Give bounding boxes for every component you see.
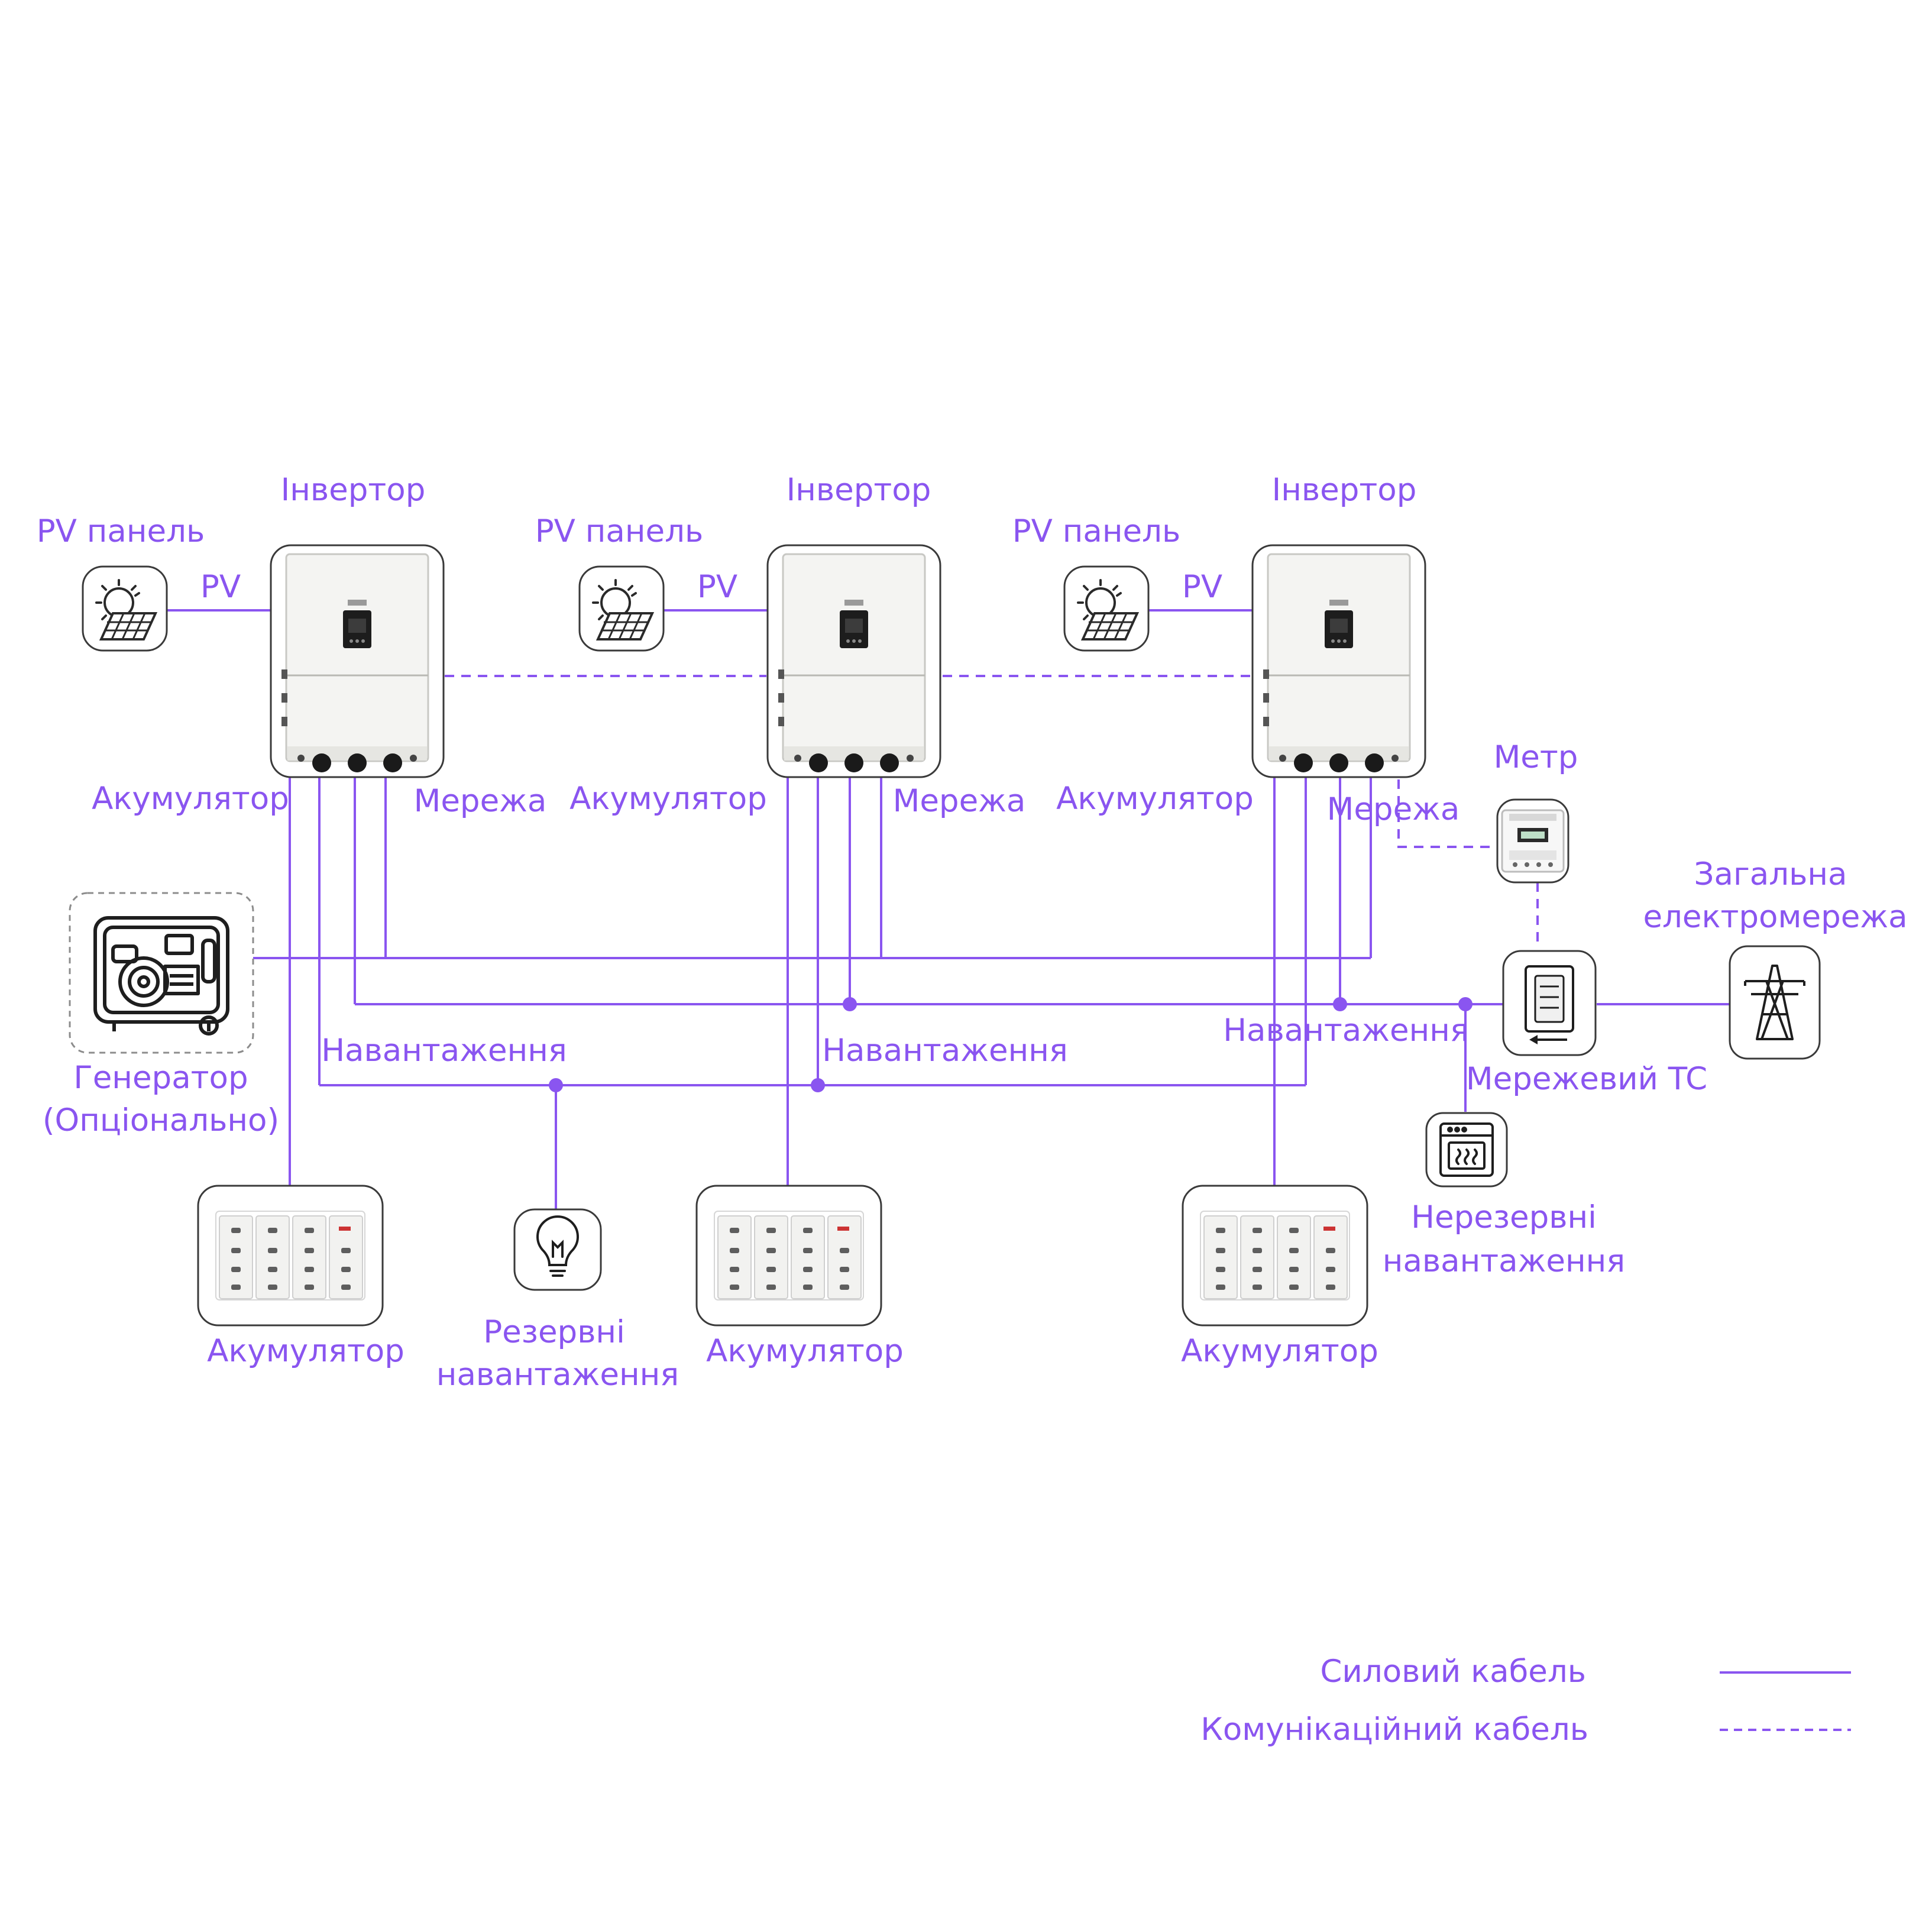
battery-2-label: Акумулятор — [706, 1333, 904, 1369]
backup-loads-label-1: Резервні — [483, 1314, 625, 1350]
battery-1-label: Акумулятор — [207, 1333, 404, 1369]
power-cables — [167, 609, 1730, 1209]
legend-comm-label: Комунікаційний кабель — [1200, 1712, 1588, 1748]
legend-power-label: Силовий кабель — [1320, 1654, 1586, 1690]
meter-icon — [1501, 809, 1565, 873]
non-backup-loads-label-1: Нерезервні — [1411, 1199, 1597, 1235]
inverter-2-grid-label: Мережа — [892, 783, 1026, 819]
inverter-1-grid-label: Мережа — [413, 783, 547, 819]
comm-cables — [445, 675, 1539, 947]
comm-cable-meter — [1397, 779, 1497, 848]
battery-3-label: Акумулятор — [1181, 1333, 1378, 1369]
inverter-2-title: Інвертор — [786, 472, 931, 508]
backup-loads-label-2: навантаження — [436, 1357, 679, 1393]
pv-3-label: PV — [1182, 569, 1223, 605]
junctions — [549, 997, 1473, 1092]
junction-dot — [1458, 997, 1473, 1011]
inverter-3-grid-label: Мережа — [1326, 791, 1460, 827]
junction-dot — [811, 1078, 825, 1092]
load-label-3: Навантаження — [1223, 1012, 1469, 1049]
grid-ct-label: Мережевий TC — [1465, 1061, 1708, 1097]
junction-dot — [549, 1078, 563, 1092]
inverter-icon — [280, 553, 429, 774]
battery-icon — [1200, 1211, 1350, 1300]
battery-icon — [215, 1211, 365, 1300]
inverter-1-battery-label: Акумулятор — [92, 781, 289, 817]
battery-icon — [714, 1211, 864, 1300]
inverter-icon — [1262, 553, 1411, 774]
generator-label-1: Генератор — [73, 1060, 248, 1096]
load-label-1: Навантаження — [321, 1033, 567, 1069]
utility-grid-label-1: Загальна — [1694, 856, 1847, 892]
junction-dot — [1333, 997, 1347, 1011]
backup-load-frame — [513, 1208, 602, 1291]
meter-label: Метр — [1493, 739, 1578, 775]
pv-2-label: PV — [697, 569, 738, 605]
inverter-icon — [777, 553, 926, 774]
pv-panel-2-label: PV панель — [535, 513, 704, 549]
inverter-1-title: Інвертор — [280, 472, 426, 508]
load-label-2: Навантаження — [822, 1033, 1068, 1069]
generator-label-2: (Опціонально) — [42, 1102, 280, 1138]
inverter-2-battery-label: Акумулятор — [569, 781, 767, 817]
inverter-3-battery-label: Акумулятор — [1056, 781, 1254, 817]
pv-1-label: PV — [200, 569, 241, 605]
pv-panel-3-label: PV панель — [1012, 513, 1181, 549]
junction-dot — [843, 997, 857, 1011]
pv-panel-1-label: PV панель — [36, 513, 205, 549]
non-backup-loads-label-2: навантаження — [1382, 1243, 1626, 1279]
utility-grid-label-2: електромережа — [1643, 899, 1908, 935]
inverter-3-title: Інвертор — [1271, 472, 1417, 508]
